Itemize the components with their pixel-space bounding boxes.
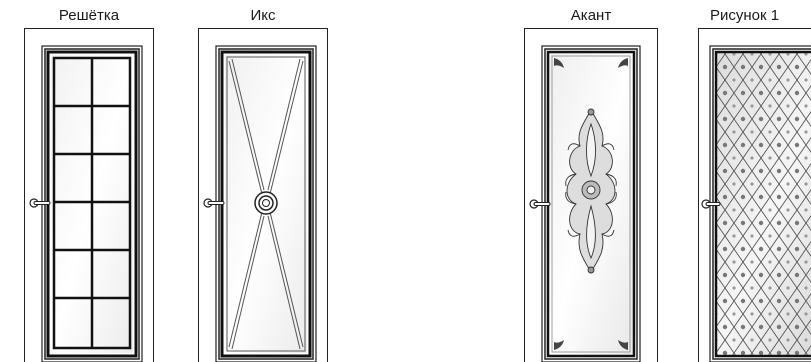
door-handle-icon	[529, 199, 551, 209]
door-title: Рисунок 1	[710, 7, 780, 24]
door-akant-illustration	[524, 28, 658, 362]
door-reshetka-illustration	[24, 28, 154, 362]
door-title: Икс	[250, 7, 276, 24]
door-card-iks[interactable]: Икс	[198, 6, 328, 362]
center-medallion-icon	[254, 191, 278, 215]
door-title: Акант	[570, 7, 612, 24]
door-card-reshetka[interactable]: Решётка	[24, 6, 154, 362]
door-card-akant[interactable]: Акант	[524, 6, 658, 362]
door-card-risunok[interactable]: Рисунок 1	[698, 6, 811, 362]
door-handle-icon	[203, 198, 225, 208]
acanthus-ornament-icon	[565, 108, 617, 274]
door-title: Решётка	[58, 7, 120, 24]
door-handle-icon	[701, 199, 721, 209]
door-handle-icon	[29, 198, 51, 208]
door-risunok-illustration	[698, 28, 811, 362]
door-iks-illustration	[198, 28, 328, 362]
